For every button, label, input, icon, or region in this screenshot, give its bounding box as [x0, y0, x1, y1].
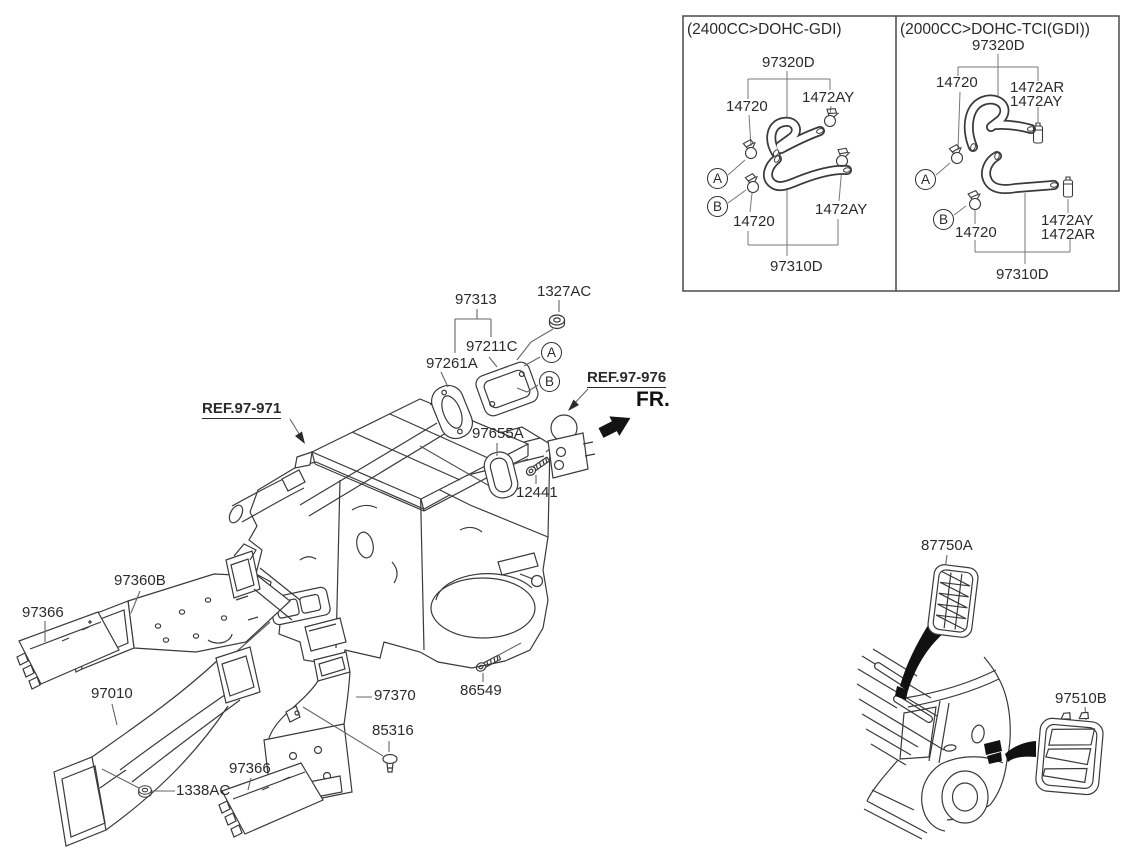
heater-unit-drawing [217, 398, 551, 669]
hose-cap-icon [1062, 176, 1074, 198]
part-label-97320d-left: 97320D [762, 54, 815, 71]
duct-97010-drawing [53, 646, 261, 847]
clamp-icon [835, 147, 851, 168]
car-rear-quarter-drawing [856, 648, 1011, 840]
pad-97366-bottom-drawing [218, 762, 324, 838]
nut-1327ac-icon [548, 314, 566, 330]
callout-a: A [541, 342, 562, 363]
gasket-97261a-icon [430, 384, 474, 440]
part-label-97310d-right: 97310D [996, 266, 1049, 283]
flange-97211c-icon [475, 361, 539, 417]
callout-b: B [539, 371, 560, 392]
inset-left-hoses [741, 106, 852, 195]
part-label-97366-bottom: 97366 [229, 760, 271, 777]
part-label-14720-left-bottom: 14720 [733, 213, 775, 230]
part-label-1472ar-right-top: 1472AR [1010, 79, 1065, 96]
clamp-icon [823, 106, 840, 129]
inset-panels-box [682, 15, 1120, 292]
part-label-97360b: 97360B [114, 572, 166, 589]
part-label-97510b: 97510B [1055, 690, 1107, 707]
part-label-85316: 85316 [372, 722, 414, 739]
hose-cap-icon [1032, 122, 1044, 144]
clip-85316-icon [382, 753, 398, 773]
part-label-97313: 97313 [455, 291, 497, 308]
nut-1338ac-icon [138, 785, 152, 798]
part-label-86549: 86549 [460, 682, 502, 699]
part-label-14720-left-top: 14720 [726, 98, 768, 115]
clamp-icon [966, 189, 984, 211]
part-label-97366-left: 97366 [22, 604, 64, 621]
part-label-1472ay-left-bottom: 1472AY [815, 201, 868, 218]
clamp-icon [743, 172, 762, 195]
ref-label-97-971: REF.97-971 [202, 400, 282, 419]
part-label-1338ac: 1338AC [176, 782, 231, 799]
part-label-97010: 97010 [91, 685, 133, 702]
part-label-87750a: 87750A [921, 537, 973, 554]
part-label-97370: 97370 [374, 687, 416, 704]
inset-leader-lines [727, 54, 1071, 264]
part-label-14720-right-top: 14720 [936, 74, 978, 91]
fr-direction-arrow-icon [598, 416, 631, 438]
part-label-1472ar-right-bottom: 1472AR [1041, 226, 1096, 243]
clamp-icon [947, 143, 966, 166]
part-87750a-drawing [927, 564, 979, 638]
part-label-97310d-left: 97310D [770, 258, 823, 275]
part-label-97211c: 97211C [466, 338, 518, 355]
part-label-1472ay-right-top: 1472AY [1010, 93, 1063, 110]
seal-97655a-icon [483, 451, 519, 499]
part-label-1472ay-right-bottom: 1472AY [1041, 212, 1094, 229]
locator-arrow-97510b-icon [1005, 741, 1036, 762]
part-97510b-drawing [1035, 711, 1104, 796]
fr-direction-label: FR. [636, 388, 670, 411]
inset-left-title: (2400CC>DOHC-GDI) [687, 21, 842, 38]
callout-a: A [915, 169, 936, 190]
part-label-1472ay-left-top: 1472AY [802, 89, 855, 106]
part-label-14720-right-bottom: 14720 [955, 224, 997, 241]
callout-b: B [933, 209, 954, 230]
part-label-97320d-right: 97320D [972, 37, 1025, 54]
part-label-12441: 12441 [516, 484, 558, 501]
gasket-parts-drawing [138, 314, 596, 798]
part-label-97655a: 97655A [472, 425, 524, 442]
pad-97366-left-drawing [16, 611, 120, 690]
water-valve-icon [547, 414, 596, 479]
inset-right-hoses [947, 94, 1074, 211]
ref-label-97-976: REF.97-976 [587, 369, 667, 388]
callout-b: B [707, 196, 728, 217]
part-label-97261a: 97261A [426, 355, 478, 372]
part-label-1327ac: 1327AC [537, 283, 592, 300]
callout-a: A [707, 168, 728, 189]
inset-right-title: (2000CC>DOHC-TCI(GDI)) [900, 21, 1090, 38]
ref-arrowheads [295, 399, 579, 444]
